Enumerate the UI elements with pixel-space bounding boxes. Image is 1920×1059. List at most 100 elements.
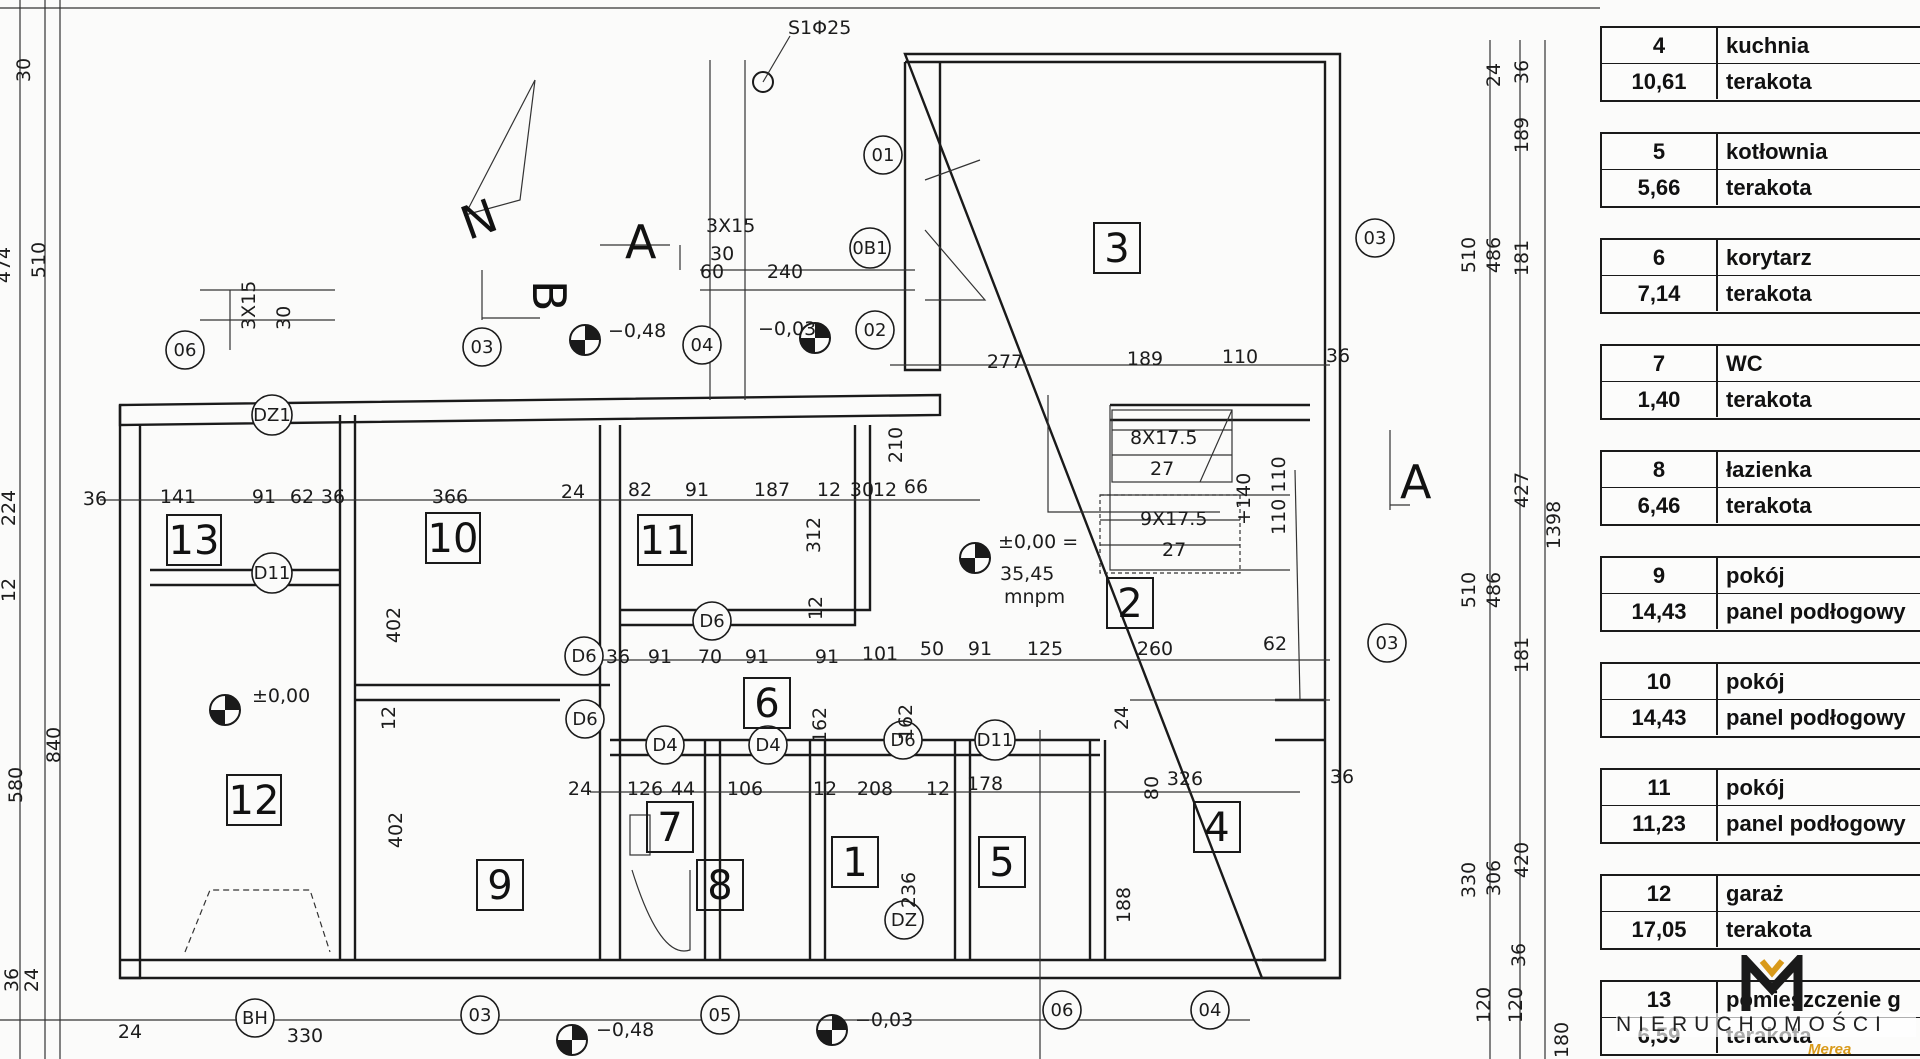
dimension-label: 187 (754, 479, 790, 501)
tag-label: D4 (755, 735, 780, 756)
dimension-label: 36 (1326, 345, 1350, 367)
dimension-label: 12 (805, 596, 827, 620)
dimension-label: 66 (904, 476, 928, 498)
tag-circle: D4 (748, 725, 788, 765)
north-label: N (454, 188, 505, 251)
room-number: 12 (229, 778, 280, 824)
tag-label: 03 (471, 337, 494, 358)
legend-room-floor: terakota (1726, 69, 1812, 94)
stairs-bottom: 9X17.5 (1140, 508, 1207, 530)
dimension-label: 420 (1511, 842, 1533, 878)
legend-room-number: 5 (1602, 134, 1718, 170)
dimension-label: 180 (1551, 1022, 1573, 1058)
tag-label: 0B1 (852, 238, 887, 259)
dimension-label: 120 (1505, 987, 1527, 1023)
room-number-box: 11 (637, 514, 693, 566)
dimension-label: 277 (987, 351, 1023, 373)
dimension-label: 510 (28, 242, 50, 278)
stair-height-2: 110 110 (1268, 456, 1290, 535)
garage-door-swing (184, 889, 331, 953)
dimension-label: 162 (895, 704, 917, 740)
dimension-label: 125 (1027, 638, 1063, 660)
legend-room-number: 9 (1602, 558, 1718, 594)
dimension-label: 840 (43, 727, 65, 763)
dimension-label: 36 (83, 488, 107, 510)
column-s1: S1Φ25 (752, 17, 851, 93)
section-label-b: B (522, 280, 576, 312)
stairs-bottom-2: 27 (1162, 539, 1186, 561)
dimension-label: 402 (385, 812, 407, 848)
tag-label: 04 (1199, 1000, 1222, 1021)
level-marker-top-left: −0,48 (569, 320, 666, 356)
level-minus-048-top: −0,48 (608, 320, 666, 342)
tag-label: 01 (872, 145, 895, 166)
legend-room-area: 7,14 (1602, 276, 1718, 311)
tag-label: D6 (572, 709, 597, 730)
tag-circle: D6 (692, 601, 732, 641)
dimension-label: 326 (1167, 768, 1203, 790)
legend-room-number: 10 (1602, 664, 1718, 700)
dimension-label: 80 (1141, 776, 1163, 800)
column-note: S1Φ25 (788, 17, 851, 39)
dimension-label: 330 (1458, 862, 1480, 898)
dimension-label: 12 (0, 578, 20, 602)
tag-circle: 03 (1355, 218, 1395, 258)
stairs-top-2: 27 (1150, 458, 1174, 480)
legend-room-area: 6,46 (1602, 488, 1718, 523)
level-marker-main: ±0,00 = 35,45 mnpm (959, 531, 1078, 608)
room-number-box: 1 (831, 836, 879, 888)
tag-circle: D6 (883, 720, 923, 760)
tag-label: 05 (709, 1005, 732, 1026)
room-number-box: 10 (425, 512, 481, 564)
section-label-a-right: A (1400, 455, 1432, 509)
legend-room-area: 1,40 (1602, 382, 1718, 417)
tag-label: 03 (1364, 228, 1387, 249)
room-number: 5 (989, 840, 1014, 886)
tag-label: BH (242, 1008, 268, 1029)
dimension-label: 91 (745, 646, 769, 668)
dimension-label: 24 (118, 1021, 142, 1043)
legend-room-name: pokój (1718, 664, 1920, 700)
legend-room-name: pokój (1718, 770, 1920, 806)
dimension-label: 44 (671, 778, 695, 800)
level-garage: ±0,00 (252, 685, 310, 707)
tag-label: D6 (699, 611, 724, 632)
tag-circle: 03 (1367, 623, 1407, 663)
dimension-label: 474 (0, 247, 15, 283)
dimension-label: 162 (809, 707, 831, 743)
dimension-label: 24 (1483, 63, 1505, 87)
logo-sub: Merea (1808, 1041, 1852, 1058)
tag-circle: 04 (682, 325, 722, 365)
dimension-label: 101 (862, 643, 898, 665)
dimension-label: 366 (432, 486, 468, 508)
dimension-label: 82 (628, 479, 652, 501)
tag-label: D6 (890, 730, 915, 751)
tag-circle: 03 (462, 327, 502, 367)
dimension-label: 330 (287, 1025, 323, 1047)
dimension-label: 36 (321, 486, 345, 508)
logo-brand: NIERUCHOMOŚCI (1616, 1013, 1916, 1037)
dimension-label: 70 (698, 646, 722, 668)
logo-mark-icon (1741, 955, 1803, 1011)
level-main-3: mnpm (1004, 586, 1065, 608)
level-minus-003-top: −0,03 (758, 318, 816, 340)
legend-room-floor: terakota (1726, 281, 1812, 306)
dimension-label: 427 (1511, 472, 1533, 508)
tag-circle: DZ1 (251, 394, 293, 436)
stairs (1099, 409, 1241, 574)
legend-room-number: 7 (1602, 346, 1718, 382)
dimension-label: 36 (606, 646, 630, 668)
dimension-label: 178 (967, 773, 1003, 795)
dimension-label: 402 (383, 607, 405, 643)
tag-circle: D11 (251, 552, 293, 594)
legend-room-number: 11 (1602, 770, 1718, 806)
dimension-label: 126 (627, 778, 663, 800)
legend-room-name: WC (1718, 346, 1920, 382)
